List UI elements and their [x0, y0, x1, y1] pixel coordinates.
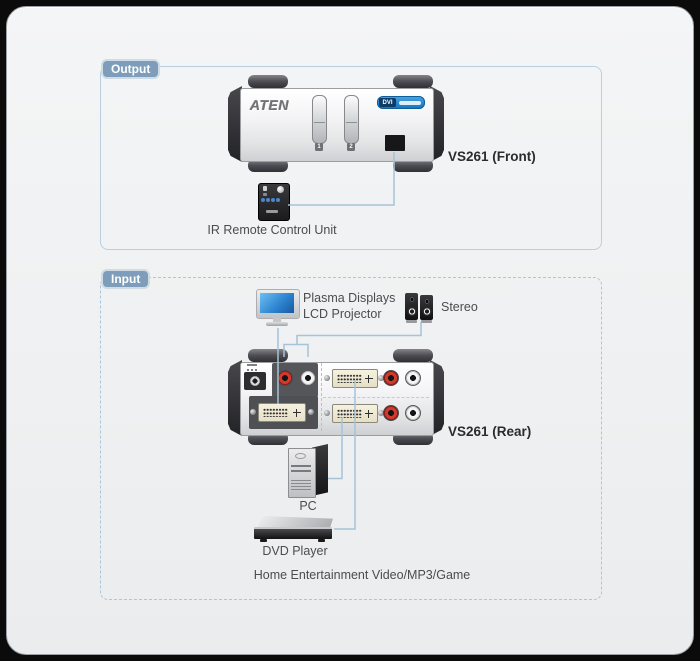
- ir-remote-key: [271, 198, 275, 202]
- ir-receiver-window-icon: [385, 135, 405, 151]
- pc-drive-bay: [291, 465, 311, 467]
- dc-power-symbol-icon: [247, 364, 257, 373]
- woofer: [422, 307, 431, 316]
- dvi-screw: [324, 410, 330, 416]
- dvd-foot: [318, 539, 325, 542]
- dvi-out-connector-icon: [258, 403, 306, 422]
- ir-remote-led: [263, 193, 267, 196]
- dvi-pins: [337, 374, 362, 383]
- display-label-line2: LCD Projector: [303, 307, 382, 321]
- tweeter: [424, 299, 429, 304]
- speaker-left: [405, 293, 418, 320]
- monitor-frame: [256, 289, 300, 319]
- power-jack-icon: [244, 372, 266, 390]
- ir-remote-round-button: [277, 186, 284, 193]
- output-badge: Output: [101, 59, 161, 79]
- panel-divider-vertical: [321, 363, 322, 431]
- audio-in-2-rca-white-icon: [405, 405, 421, 421]
- home-entertainment-caption: Home Entertainment Video/MP3/Game: [253, 568, 471, 582]
- dvd-player-label: DVD Player: [262, 544, 328, 558]
- aten-logo: ATEN: [250, 97, 290, 113]
- monitor-stand-neck: [273, 317, 281, 322]
- front-device-label: VS261 (Front): [448, 149, 536, 164]
- pc-label: PC: [299, 499, 317, 513]
- ir-remote-label: IR Remote Control Unit: [207, 223, 337, 237]
- device-foot: [393, 159, 433, 172]
- dvi-screw: [378, 410, 384, 416]
- stereo-label: Stereo: [441, 300, 478, 314]
- dvi-analog-cross: [365, 409, 373, 418]
- dvi-analog-cross: [293, 408, 301, 417]
- dvi-pins: [263, 408, 288, 417]
- dvi-screw: [324, 375, 330, 381]
- dvi-analog-cross: [365, 374, 373, 383]
- pc-power-button: [295, 453, 306, 459]
- dvi-badge: DVI: [377, 96, 425, 109]
- device-foot: [393, 349, 433, 362]
- woofer: [407, 307, 416, 316]
- device-side-flange: [228, 86, 242, 162]
- input-box: [100, 277, 602, 600]
- dvd-top-face: [257, 516, 333, 528]
- input-badge: Input: [101, 269, 151, 289]
- tweeter: [409, 297, 414, 302]
- ir-remote-key: [276, 198, 280, 202]
- speaker-base: [406, 320, 417, 323]
- speaker-right: [420, 295, 433, 320]
- dvd-foot: [260, 539, 267, 542]
- device-side-flange: [228, 360, 242, 436]
- device-foot: [393, 75, 433, 88]
- dvi-screw: [378, 375, 384, 381]
- device-foot: [248, 159, 288, 172]
- pc-drive-bay: [291, 470, 311, 472]
- display-label-line1: Plasma Displays: [303, 291, 396, 305]
- audio-in-2-rca-red-icon: [383, 405, 399, 421]
- speaker-base: [421, 320, 432, 323]
- dvd-front-face: [254, 527, 332, 539]
- dvi-screw: [308, 409, 314, 415]
- dvi-screw: [250, 409, 256, 415]
- ir-remote-key: [266, 198, 270, 202]
- panel-divider-horizontal: [323, 397, 429, 398]
- ir-remote-switch: [263, 186, 267, 191]
- pc-vent-grill: [291, 480, 311, 490]
- audio-in-1-rca-red-icon: [383, 370, 399, 386]
- dvi-badge-text-strip: [399, 101, 421, 105]
- audio-in-1-rca-white-icon: [405, 370, 421, 386]
- monitor-stand-base: [266, 322, 288, 326]
- audio-out-rca-red-icon: [277, 370, 293, 386]
- port-number-label: 1: [315, 143, 323, 151]
- audio-out-rca-white-icon: [300, 370, 316, 386]
- pc-side-panel: [312, 444, 328, 496]
- dvi-badge-text: DVI: [379, 98, 396, 107]
- ir-remote-key: [261, 198, 265, 202]
- rear-device-label: VS261 (Rear): [448, 424, 532, 439]
- device-foot: [248, 75, 288, 88]
- port-number-label: 2: [347, 143, 355, 151]
- output-box: [100, 66, 602, 250]
- ir-remote-brand-mark: [266, 210, 278, 213]
- monitor-screen: [260, 293, 294, 313]
